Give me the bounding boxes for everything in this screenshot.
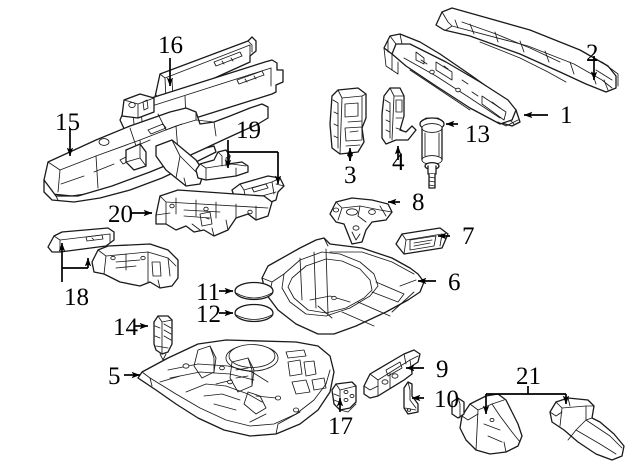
callout-19[interactable]: 19 xyxy=(236,117,261,144)
leader-lines xyxy=(58,56,598,415)
part-7-access-cover xyxy=(395,227,449,255)
part-10-clip-bracket xyxy=(403,381,419,415)
callout-8[interactable]: 8 xyxy=(412,189,425,216)
part-18-side-rail-extension-pair xyxy=(47,227,179,289)
callout-3[interactable]: 3 xyxy=(344,162,357,189)
callout-12[interactable]: 12 xyxy=(196,301,221,328)
part-3-left-corner-bracket xyxy=(329,87,367,155)
callout-5[interactable]: 5 xyxy=(108,363,121,390)
callout-18[interactable]: 18 xyxy=(64,284,89,311)
callout-14[interactable]: 14 xyxy=(113,314,138,341)
callout-17[interactable]: 17 xyxy=(328,413,353,440)
part-9-rear-rail-reinforcement xyxy=(363,349,421,399)
part-11-floor-plug-large xyxy=(234,281,274,301)
callout-7[interactable]: 7 xyxy=(462,223,475,250)
part-13-stud-bolt xyxy=(419,117,445,189)
part-8-rear-crossmember-gusset xyxy=(329,197,393,245)
part-5-rear-floor-pan xyxy=(137,339,335,437)
part-15-left-rear-frame-rail xyxy=(43,59,284,203)
part-21-wheelhouse-closeout-left xyxy=(451,393,523,455)
callout-16[interactable]: 16 xyxy=(158,32,183,59)
callout-11[interactable]: 11 xyxy=(196,279,221,306)
callout-2[interactable]: 2 xyxy=(586,40,599,67)
part-20-seat-crossmember xyxy=(155,189,273,237)
callout-15[interactable]: 15 xyxy=(55,109,80,136)
part-1-rear-body-panel xyxy=(383,33,521,127)
part-6-spare-tire-well xyxy=(261,237,425,335)
callout-9[interactable]: 9 xyxy=(436,356,449,383)
part-21-wheelhouse-closeout-right xyxy=(549,397,625,461)
part-17-mounting-plate xyxy=(331,381,357,413)
callout-13[interactable]: 13 xyxy=(465,121,490,148)
callout-21[interactable]: 21 xyxy=(516,363,541,390)
callout-1[interactable]: 1 xyxy=(560,102,573,129)
callout-4[interactable]: 4 xyxy=(392,149,405,176)
callout-6[interactable]: 6 xyxy=(448,269,461,296)
part-12-floor-plug-small xyxy=(234,303,274,323)
callout-20[interactable]: 20 xyxy=(108,201,133,228)
part-14-bracket-small xyxy=(153,315,173,361)
part-2-rear-bumper-reinforcement xyxy=(435,7,619,93)
callout-10[interactable]: 10 xyxy=(434,386,459,413)
part-4-right-corner-bracket xyxy=(381,87,417,145)
